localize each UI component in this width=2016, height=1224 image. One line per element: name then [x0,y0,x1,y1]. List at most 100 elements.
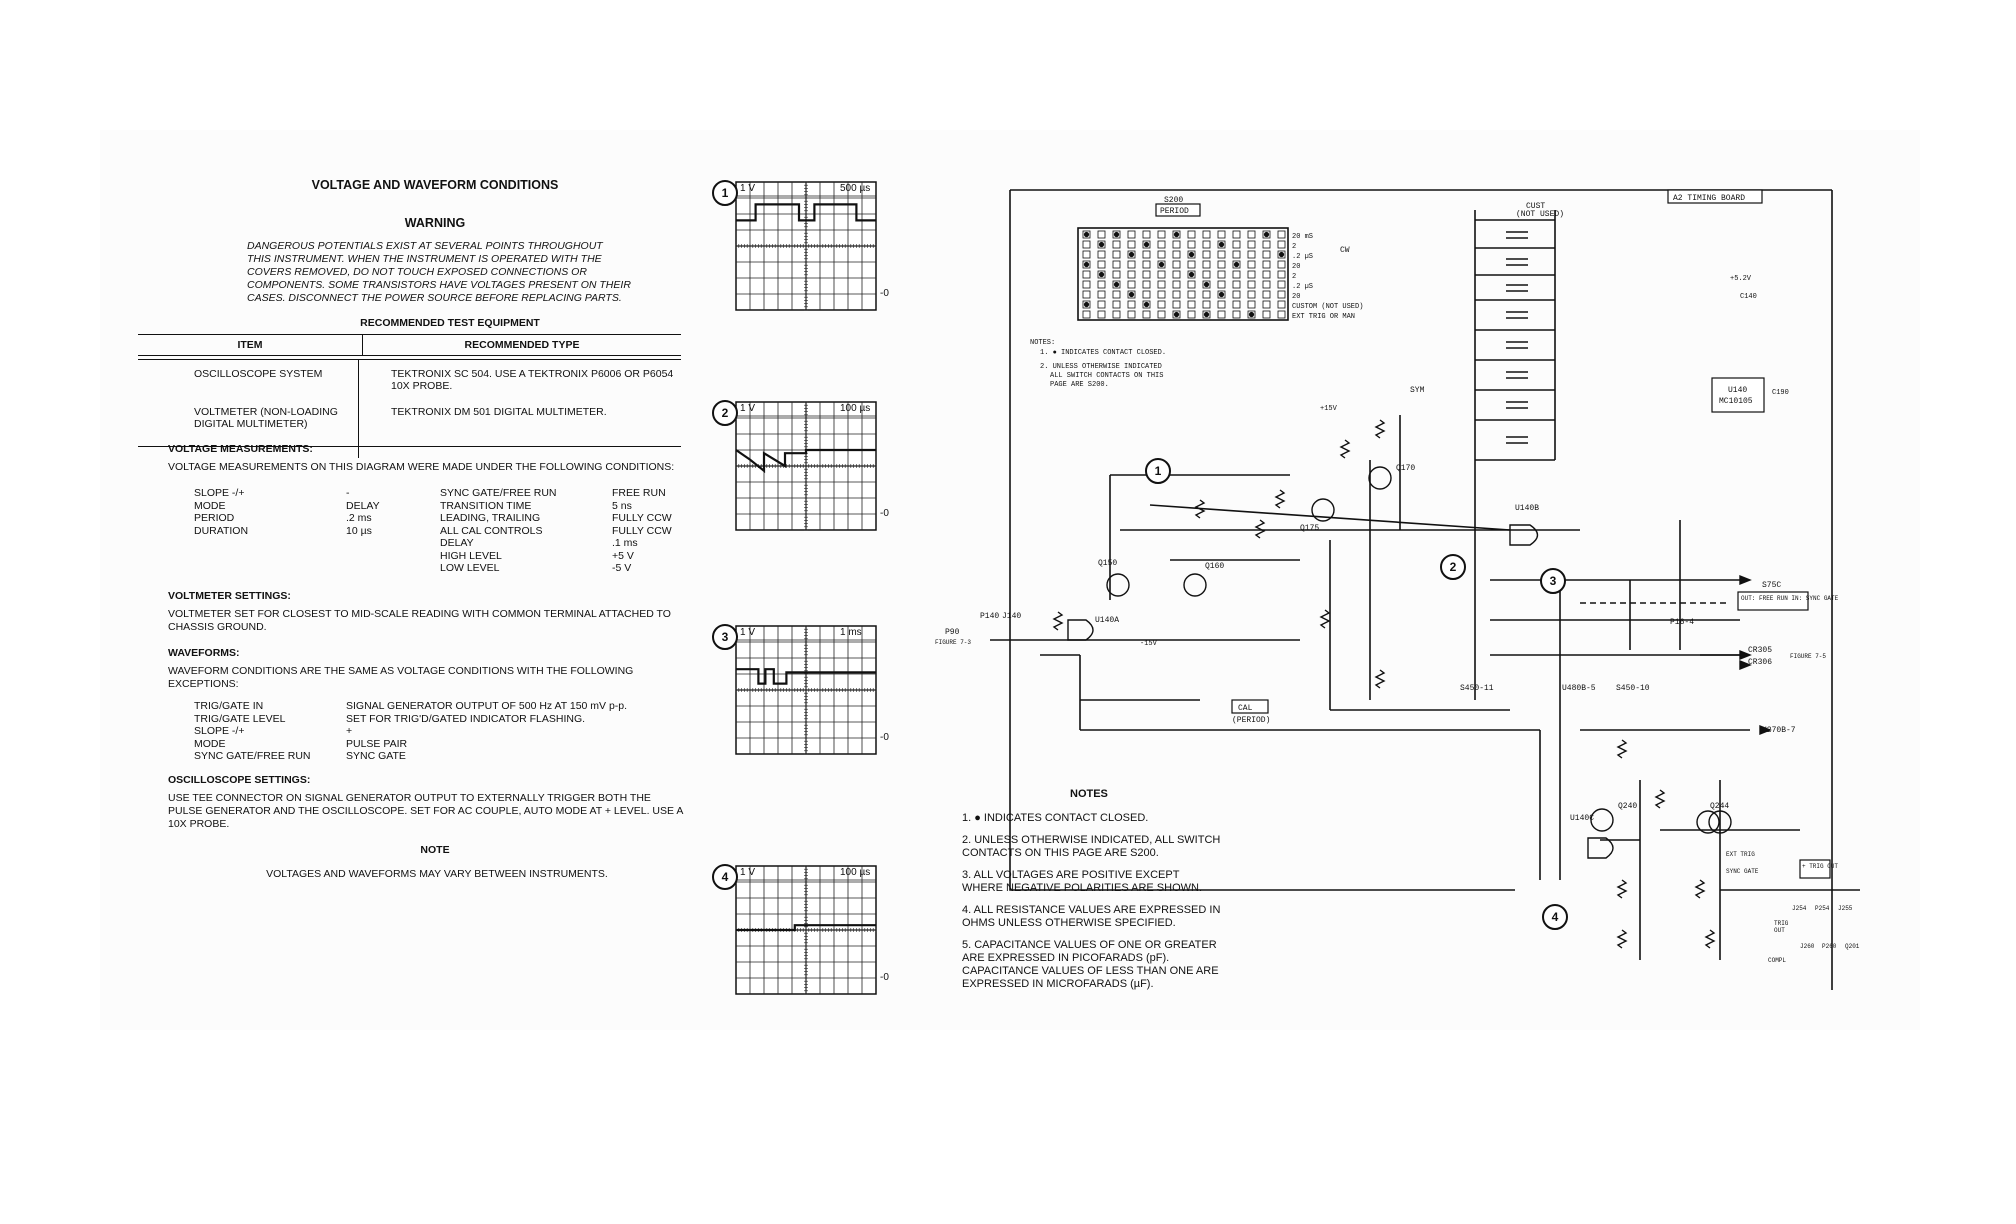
u140-label: U140 [1728,386,1747,395]
note-text: VOLTAGES AND WAVEFORMS MAY VARY BETWEEN … [266,868,608,880]
contact-closed-dot [1098,271,1105,278]
equipment-table: ITEM RECOMMENDED TYPE OSCILLOSCOPE SYSTE… [138,334,681,458]
transistor-symbol [1708,810,1732,834]
scope-volts-label: 1 V [740,183,756,194]
cust-label: CUST [1526,202,1545,211]
u480b-label: U480B-5 [1562,684,1596,693]
vm-text: VOLTAGE MEASUREMENTS ON THIS DIAGRAM WER… [168,461,675,473]
s75c-sublabel: OUT: FREE RUN IN: SYNC GATE [1741,595,1839,602]
note-4: 4. ALL RESISTANCE VALUES ARE EXPRESSED I… [962,904,1221,929]
contact-closed-dot [1143,301,1150,308]
switch-label: S200 [1164,196,1183,205]
fig75-label: FIGURE 7-5 [1790,653,1826,660]
j255-label: J255 [1838,905,1853,912]
contact-closed-dot [1173,311,1180,318]
contact-closed-dot [1188,271,1195,278]
vs-heading: VOLTMETER SETTINGS: [168,590,291,602]
transistor-symbol [1590,808,1614,832]
resistor-symbol [1319,609,1331,629]
scope-number-badge: 2 [712,400,738,426]
note-5: 5. CAPACITANCE VALUES OF ONE OR GREATER … [962,939,1219,990]
contact-closed-dot [1158,261,1165,268]
compl-label: COMPL [1768,957,1786,964]
period-range-label: .2 µS [1292,253,1313,261]
resistor-symbol [1654,789,1666,809]
u140c-label: U140C [1570,814,1594,823]
scope-display-1: 1 V 500 µs -0 1 [712,178,898,328]
j254-label: J254 [1792,905,1807,912]
p90-label: P90 [945,628,960,637]
out-label: OUT [1774,927,1785,934]
scope-volts-label: 1 V [740,403,756,414]
resistor-symbol [1374,669,1386,689]
marker-3: 3 [1540,568,1566,594]
resistor-symbol [1616,929,1628,949]
j260-label: J260 [1800,943,1815,950]
scope-number-badge: 3 [712,624,738,650]
table-cell-type-1: TEKTRONIX SC 504. USE A TEKTRONIX P6006 … [391,368,674,392]
plus15-label: +15V [1320,405,1338,413]
scope-volts-label: 1 V [740,867,756,878]
output-arrow [1739,574,1752,586]
transistor-symbol [1368,466,1392,490]
top-note-4: PAGE ARE S200. [1050,381,1109,389]
resistor-symbol [1194,499,1206,519]
contact-closed-dot [1083,261,1090,268]
trig-label: TRIG [1774,920,1789,927]
table-cell-item-2: VOLTMETER (NON-LOADING DIGITAL MULTIMETE… [194,406,338,430]
q170-label: Q170 [1396,464,1415,473]
vm-heading: VOLTAGE MEASUREMENTS: [168,443,313,455]
contact-closed-dot [1143,241,1150,248]
scope-time-label: 100 µs [840,867,871,878]
period-range-label: CUSTOM (NOT USED) [1292,303,1363,311]
board-label: A2 TIMING BOARD [1673,194,1745,203]
s450-11-label: S450-11 [1460,684,1494,693]
notes-title: NOTES [1070,788,1108,800]
contact-closed-dot [1083,231,1090,238]
warning-text: DANGEROUS POTENTIALS EXIST AT SEVERAL PO… [247,240,631,304]
page-heading: VOLTAGE AND WAVEFORM CONDITIONS [311,178,559,192]
wf-heading: WAVEFORMS: [168,647,240,659]
s450-10-label: S450-10 [1616,684,1650,693]
j140-label: J140 [1002,612,1021,621]
q175-label: Q175 [1300,524,1319,533]
mc10105-label: MC10105 [1719,397,1753,406]
scope-zero-marker: -0 [880,972,889,983]
contact-closed-dot [1203,311,1210,318]
note-1: 1. ● INDICATES CONTACT CLOSED. [962,812,1149,824]
top-note-3: ALL SWITCH CONTACTS ON THIS [1050,372,1163,380]
q160-label: Q160 [1205,562,1224,571]
contact-closed-dot [1083,301,1090,308]
contact-closed-dot [1173,231,1180,238]
scope-time-label: 500 µs [840,183,871,194]
contact-closed-dot [1263,231,1270,238]
period-range-label: .2 µS [1292,283,1313,291]
p260-label: P260 [1822,943,1837,950]
transistor-symbol [1311,498,1335,522]
top-note-2: 2. UNLESS OTHERWISE INDICATED [1040,363,1162,371]
p16-4-label: P16-4 [1670,618,1694,627]
contact-closed-dot [1248,311,1255,318]
wf-text: WAVEFORM CONDITIONS ARE THE SAME AS VOLT… [168,665,634,690]
cal-period-label: (PERIOD) [1232,716,1270,725]
cr306-label: CR306 [1748,658,1772,667]
contact-closed-dot [1128,291,1135,298]
notes-list: 1. ● INDICATES CONTACT CLOSED. 2. UNLESS… [962,812,1222,991]
resistor-symbol [1694,879,1706,899]
cr305-label: CR305 [1748,646,1772,655]
marker-4: 4 [1542,904,1568,930]
scope-zero-marker: -0 [880,288,889,299]
scope-time-label: 100 µs [840,403,871,414]
trig-out-label: + TRIG OUT [1802,863,1838,870]
os-heading: OSCILLOSCOPE SETTINGS: [168,774,311,786]
period-range-label: 20 [1292,293,1300,301]
u140a-label: U140A [1095,616,1119,625]
c190-label: C190 [1772,389,1789,397]
scope-number-badge: 1 [712,180,738,206]
ext-trig-label: EXT TRIG [1726,851,1755,858]
cw-label: CW [1340,246,1350,255]
